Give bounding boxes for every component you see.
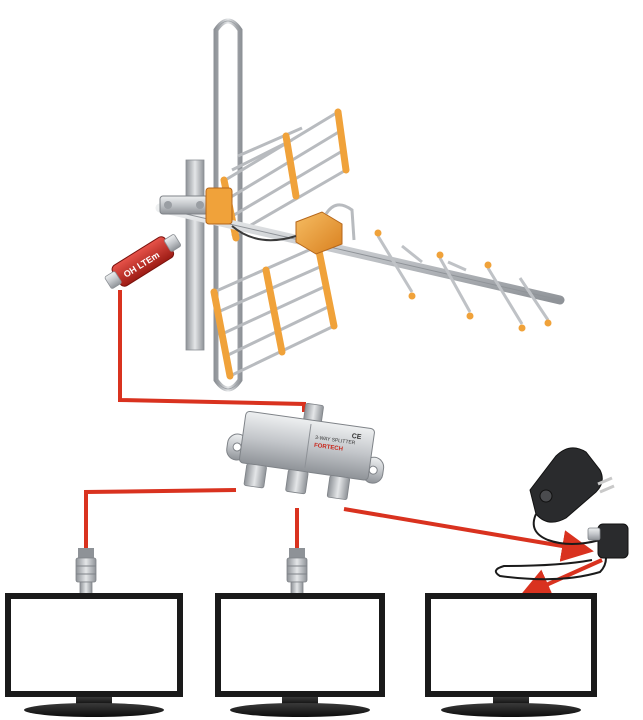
coax-connector-icon	[75, 548, 97, 595]
cable-network	[84, 290, 603, 599]
splitter-model-label: 3-WAY SPLITTER	[315, 435, 356, 447]
cable-power-inserter-to-tv-right	[518, 558, 603, 599]
tv-screen-icon	[425, 593, 597, 717]
tv-screen-icon	[5, 593, 183, 717]
splitter-ce-mark: CE	[351, 433, 362, 441]
splitter-brand-label: FORTECH	[314, 443, 344, 453]
power-inserter-icon	[587, 523, 629, 559]
yagi-antenna-icon	[155, 18, 565, 392]
coax-connector-icon	[286, 548, 308, 595]
cable-splitter-to-power-inserter	[343, 507, 594, 562]
cable-antenna-to-splitter	[118, 290, 306, 412]
antenna-dipole-box	[295, 203, 356, 255]
antenna-mast	[185, 159, 205, 351]
three-way-splitter-icon: FORTECH 3-WAY SPLITTER CE	[226, 403, 385, 500]
cable-splitter-to-tv-left	[84, 488, 237, 548]
antenna-reflector-bracket-lower-right	[314, 242, 338, 330]
antenna-reflector-bracket-upper-right	[334, 108, 350, 174]
tv-screen-icon	[215, 593, 385, 717]
power-adapter-icon	[494, 447, 615, 581]
signal-amplifier-icon: OH LTEm	[104, 234, 181, 289]
antenna-mount-clamp	[159, 187, 233, 225]
antenna-directors	[376, 235, 550, 325]
antenna-reflector-bracket-lower-left	[210, 288, 234, 380]
